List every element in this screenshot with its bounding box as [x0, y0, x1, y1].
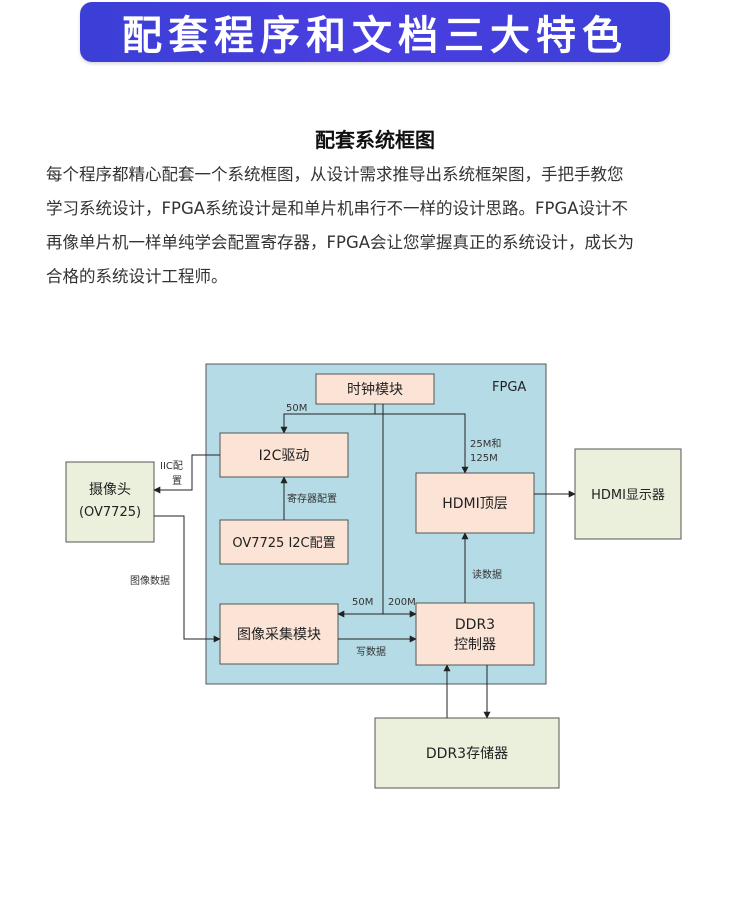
intro-line-3: 再像单片机一样单纯学会配置寄存器，FPGA会让您掌握真正的系统设计，成长为 [46, 233, 635, 252]
section-title: 配套系统框图 [315, 128, 435, 152]
i2c-to-camera-line [153, 454, 220, 494]
clock-to-i2c-line [280, 404, 376, 434]
label-iic-cfg-1: IIC配 [160, 460, 183, 472]
image-capture-block [219, 603, 339, 665]
label-25m: 25M和 [470, 438, 501, 450]
intro-line-4: 合格的系统设计工程师。 [46, 267, 228, 286]
intro-line-2: 学习系统设计，FPGA系统设计是和单片机串行不一样的设计思路。FPGA设计不 [46, 199, 629, 218]
image-capture-label: 图像采集模块 [237, 626, 321, 643]
banner-title: 配套程序和文档三大特色 [122, 13, 628, 59]
label-reg-cfg: 寄存器配置 [287, 492, 337, 505]
clock-module-label: 时钟模块 [347, 381, 403, 398]
label-125m: 125M [470, 453, 498, 464]
label-50m-top: 50M [286, 403, 307, 414]
intro-paragraph: 每个程序都精心配套一个系统框图，从设计需求推导出系统框架图，手把手教您 学习系统… [46, 158, 706, 294]
fpga-label: FPGA [492, 380, 526, 395]
camera-label-2: (OV7725) [79, 505, 141, 520]
hdmi-top-label: HDMI顶层 [442, 496, 508, 512]
clock-to-hdmi-line [375, 413, 469, 474]
label-200m: 200M [388, 597, 416, 608]
camera-to-capture-line [154, 515, 221, 643]
ddr3-controller-label-2: 控制器 [454, 637, 496, 653]
i2c-driver-label: I2C驱动 [259, 448, 310, 464]
camera-label-1: 摄像头 [89, 482, 131, 498]
label-image-data: 图像数据 [130, 574, 170, 587]
ov7725-config-block [219, 519, 349, 565]
clock-module-block [315, 373, 435, 405]
camera-block [65, 461, 155, 543]
label-iic-cfg-2: 置 [172, 475, 182, 487]
hdmi-display-label: HDMI显示器 [591, 488, 665, 503]
label-write-data: 写数据 [356, 645, 386, 658]
intro-line-1: 每个程序都精心配套一个系统框图，从设计需求推导出系统框架图，手把手教您 [46, 165, 624, 184]
ov7725-config-label: OV7725 I2C配置 [232, 536, 335, 551]
i2c-driver-block [219, 432, 349, 478]
label-read-data: 读数据 [472, 568, 502, 581]
label-50m-bottom: 50M [352, 597, 373, 608]
ddr3-memory-block [374, 717, 560, 789]
ddr3-controller-label-1: DDR3 [455, 617, 495, 633]
hdmi-top-block [415, 472, 535, 534]
header-banner: 配套程序和文档三大特色 [80, 2, 670, 62]
ddr3-memory-label: DDR3存储器 [426, 746, 508, 762]
ddr3-controller-block [415, 602, 535, 666]
